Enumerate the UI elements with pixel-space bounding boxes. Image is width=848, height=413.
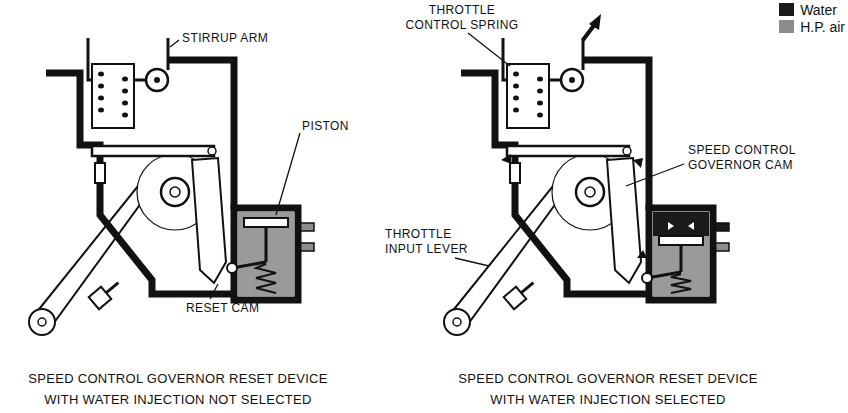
panel-caption: SPEED CONTROL GOVERNOR RESET DEVICE WITH… [13,368,343,410]
legend-text: H.P. air [800,19,845,35]
panel-caption: SPEED CONTROL GOVERNOR RESET DEVICE WITH… [443,368,773,410]
legend-swatch [779,3,794,16]
part-label: THROTTLE CONTROL SPRING [400,3,524,33]
part-label: RESET CAM [186,301,286,316]
part-label: SPEED CONTROL GOVERNOR CAM [688,143,806,173]
legend-swatch [779,20,794,33]
part-label: THROTTLE INPUT LEVER [385,227,477,257]
part-label: STIRRUP ARM [182,31,292,46]
part-label: PISTON [302,119,372,134]
legend-text: Water [800,2,837,18]
